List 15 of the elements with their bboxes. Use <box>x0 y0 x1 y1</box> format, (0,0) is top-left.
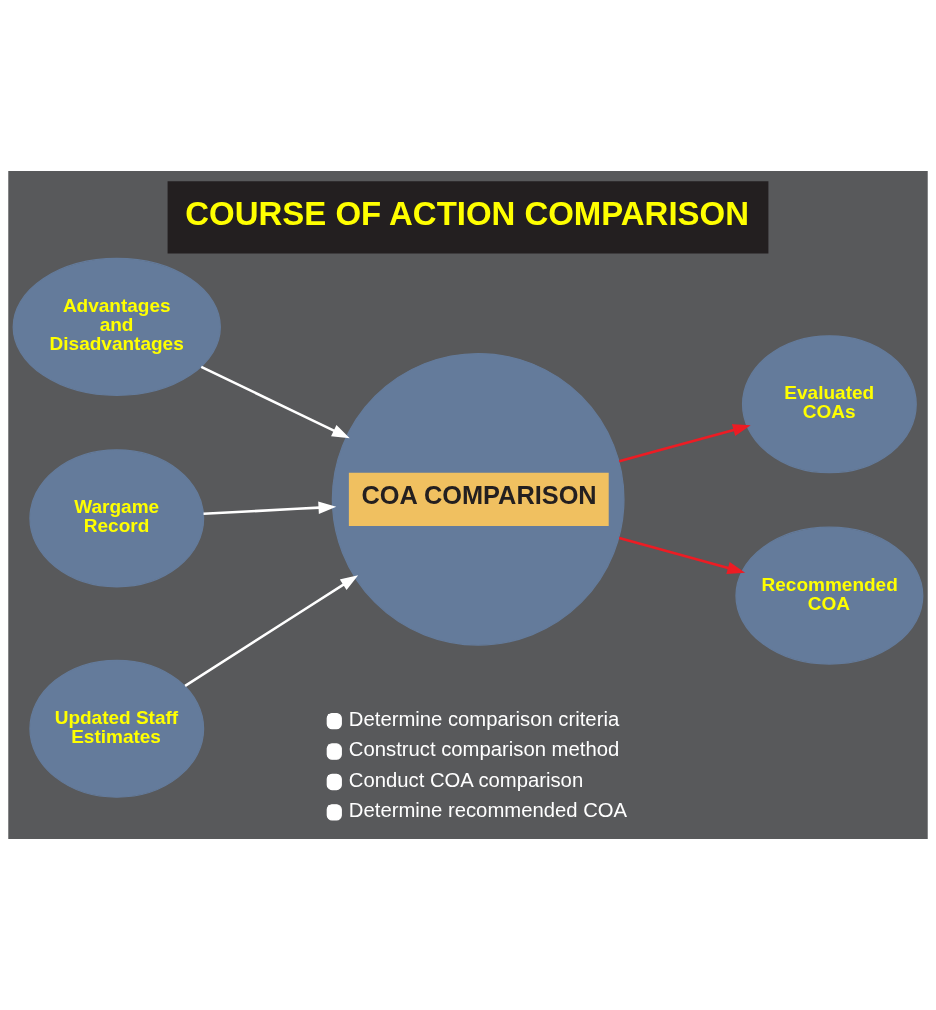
diagram-title: COURSE OF ACTION COMPARISON <box>185 194 749 232</box>
node-ellipse: Evaluated COAs <box>741 335 917 474</box>
arrow <box>200 365 350 439</box>
node-ellipse: Updated Staff Estimates <box>29 659 205 798</box>
arrow <box>184 575 359 687</box>
label: Determine comparison criteria <box>348 707 620 730</box>
arrow <box>618 536 746 574</box>
arrow <box>618 424 751 463</box>
label: Determine recommended COA <box>348 799 628 822</box>
arrow <box>203 501 337 516</box>
node-ellipse: Advantages and Disadvantages <box>12 257 221 396</box>
node-ellipse: Wargame Record <box>29 449 205 588</box>
node-ellipse: Recommended COA <box>735 526 924 665</box>
label: Conduct COA comparison <box>348 768 584 791</box>
label: Construct comparison method <box>348 738 620 761</box>
